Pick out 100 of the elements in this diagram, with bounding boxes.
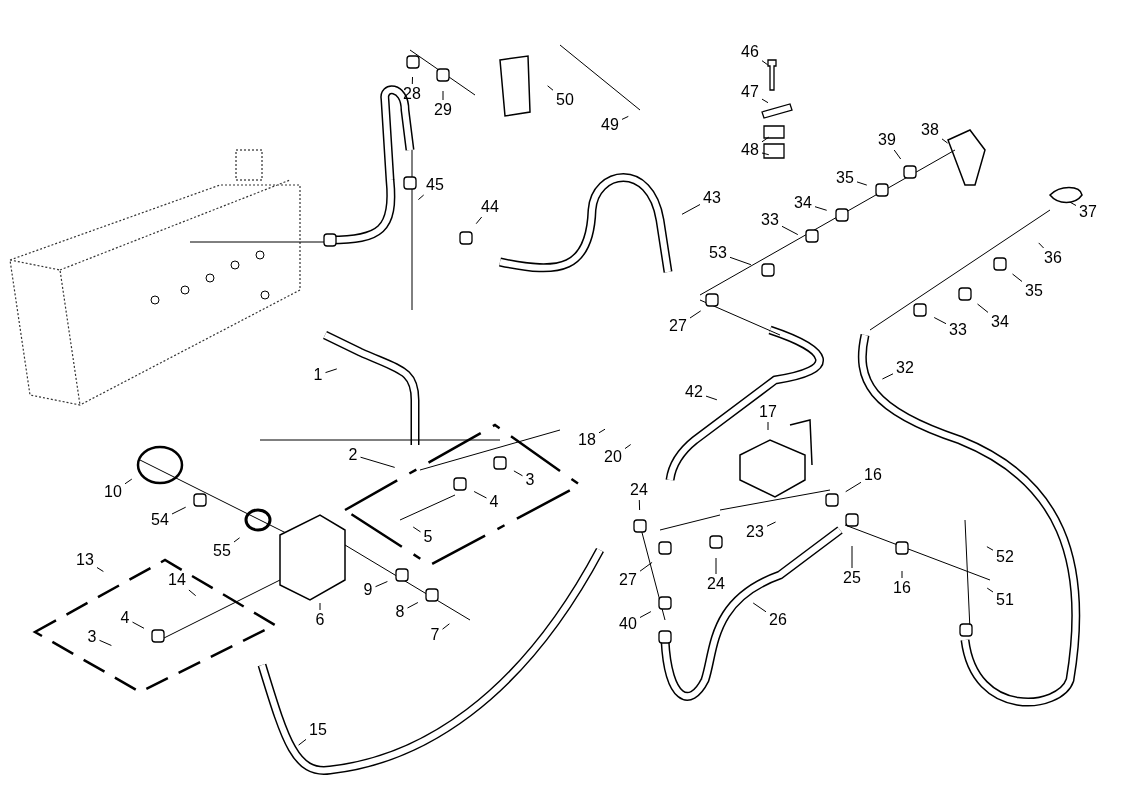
callout-number: 50 — [555, 91, 575, 109]
callout-number: 24 — [629, 481, 649, 499]
leader-line — [715, 557, 717, 575]
leader-line — [442, 623, 450, 630]
leader-line — [621, 115, 629, 120]
leader-line — [442, 90, 444, 101]
leader-line — [639, 561, 653, 572]
callout-number: 40 — [618, 615, 638, 633]
callout-number: 9 — [362, 581, 374, 599]
leader-line — [1012, 273, 1023, 282]
callout-number: 52 — [995, 548, 1015, 566]
leader-line — [761, 136, 770, 143]
leader-line — [851, 545, 853, 569]
callout-number: 15 — [308, 721, 328, 739]
callout-number: 25 — [842, 569, 862, 587]
leader-line — [681, 204, 701, 215]
leader-line — [475, 216, 483, 225]
callout-number: 4 — [119, 609, 131, 627]
leader-line — [325, 368, 338, 374]
callout-number: 34 — [793, 194, 813, 212]
leader-line — [298, 738, 307, 746]
leader-line — [233, 537, 241, 543]
callout-number: 45 — [425, 176, 445, 194]
leader-line — [132, 621, 145, 629]
callout-number: 43 — [702, 189, 722, 207]
callout-number: 42 — [684, 383, 704, 401]
leader-line — [845, 481, 862, 493]
leader-line — [856, 181, 868, 186]
leader-line — [124, 478, 133, 485]
leader-line — [407, 602, 419, 609]
leader-line — [188, 589, 197, 597]
callout-number: 4 — [488, 493, 500, 511]
callout-number: 33 — [948, 321, 968, 339]
leader-line — [375, 581, 388, 588]
callout-number: 47 — [740, 83, 760, 101]
callout-number: 33 — [760, 211, 780, 229]
leader-line — [761, 152, 770, 156]
callout-number: 3 — [86, 628, 98, 646]
callout-number: 35 — [1024, 282, 1044, 300]
leader-line — [986, 546, 994, 551]
callout-number: 38 — [920, 121, 940, 139]
leader-line — [689, 310, 702, 319]
leader-line — [171, 506, 187, 515]
leader-line — [766, 521, 777, 527]
callout-number: 27 — [618, 571, 638, 589]
callout-number: 10 — [103, 483, 123, 501]
callout-number: 23 — [745, 523, 765, 541]
leader-line — [417, 194, 425, 201]
callout-number: 35 — [835, 169, 855, 187]
leader-line — [781, 225, 799, 236]
callout-number: 16 — [863, 466, 883, 484]
callout-number: 17 — [758, 403, 778, 421]
leader-line — [319, 602, 321, 611]
callout-number: 20 — [603, 448, 623, 466]
leader-line — [901, 570, 903, 579]
callout-number: 37 — [1078, 203, 1098, 221]
callout-number: 39 — [877, 131, 897, 149]
callout-number: 55 — [212, 542, 232, 560]
leader-line — [893, 149, 902, 160]
callout-number: 8 — [394, 603, 406, 621]
leader-line — [705, 395, 718, 401]
callout-number: 18 — [577, 431, 597, 449]
callout-number: 49 — [600, 116, 620, 134]
leader-line — [624, 444, 632, 450]
leader-line — [547, 85, 554, 91]
leader-line — [814, 206, 828, 211]
leader-line — [360, 456, 396, 468]
callout-number: 7 — [429, 626, 441, 644]
callout-number: 13 — [75, 551, 95, 569]
leader-line — [761, 60, 769, 66]
callout-number: 2 — [347, 446, 359, 464]
callout-number: 16 — [892, 579, 912, 597]
leader-line — [99, 639, 112, 646]
leader-line — [752, 602, 767, 613]
callout-number: 54 — [150, 511, 170, 529]
callout-number: 48 — [740, 141, 760, 159]
callout-number: 14 — [167, 571, 187, 589]
callout-number: 46 — [740, 43, 760, 61]
callout-number: 51 — [995, 591, 1015, 609]
leader-line — [729, 256, 752, 266]
callout-number: 27 — [668, 317, 688, 335]
callout-number: 6 — [314, 611, 326, 629]
leader-line — [639, 611, 652, 618]
leader-line — [977, 303, 989, 313]
leader-line — [411, 76, 413, 85]
leader-line — [513, 470, 523, 477]
leader-line — [96, 567, 104, 572]
leader-line — [412, 526, 421, 533]
callout-number: 5 — [422, 528, 434, 546]
callout-number: 28 — [402, 85, 422, 103]
leader-line — [933, 317, 947, 325]
leader-line — [761, 98, 769, 104]
callout-number: 32 — [895, 359, 915, 377]
leader-line — [1069, 201, 1077, 206]
leader-line — [1038, 242, 1045, 249]
leader-line — [638, 499, 641, 511]
callout-number: 44 — [480, 198, 500, 216]
leader-line — [473, 491, 487, 499]
callout-number: 36 — [1043, 249, 1063, 267]
callout-number: 26 — [768, 611, 788, 629]
